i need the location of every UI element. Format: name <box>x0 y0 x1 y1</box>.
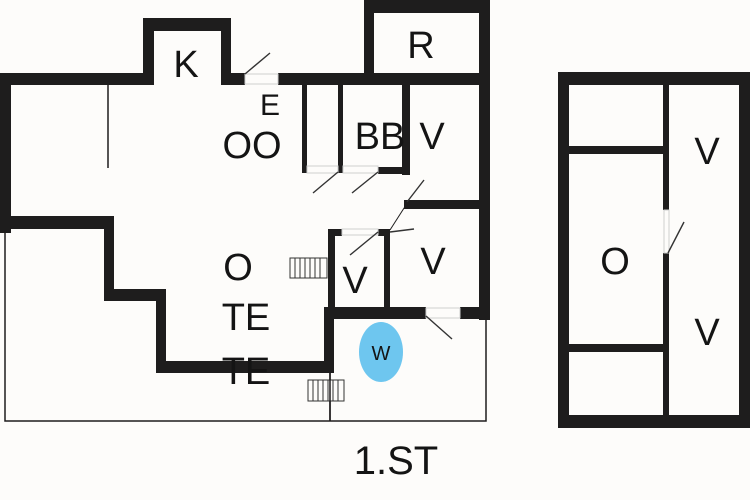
room-label-bedroom: V <box>342 260 368 302</box>
room-label-living-2: O <box>223 247 253 289</box>
stairs-upper <box>289 257 328 279</box>
w-marker: W <box>359 322 403 382</box>
room-label-bathroom: BB <box>355 116 406 158</box>
stairs-lower <box>307 373 345 421</box>
room-label-entrance: E <box>260 89 280 122</box>
annex-room-label-bedroom: V <box>694 131 720 173</box>
room-label-storage: R <box>407 25 434 67</box>
room-label-living: OO <box>222 125 281 167</box>
annex-building-walls <box>558 72 750 428</box>
w-marker-circle <box>359 322 403 382</box>
annex-room-label-bedroom: V <box>694 312 720 354</box>
w-marker-label: W <box>372 343 391 365</box>
doors <box>244 52 461 340</box>
room-label-terrace: TE <box>222 297 271 339</box>
room-label-kitchen: K <box>173 44 198 86</box>
room-label-bedroom: V <box>419 116 445 158</box>
room-label-bedroom: V <box>420 241 446 283</box>
annex-door <box>663 209 685 254</box>
main-building-walls <box>0 0 490 373</box>
floor-label: 1.ST <box>354 439 438 483</box>
annex-room-label-living: O <box>600 241 630 283</box>
room-label-terrace: TE <box>222 351 271 393</box>
